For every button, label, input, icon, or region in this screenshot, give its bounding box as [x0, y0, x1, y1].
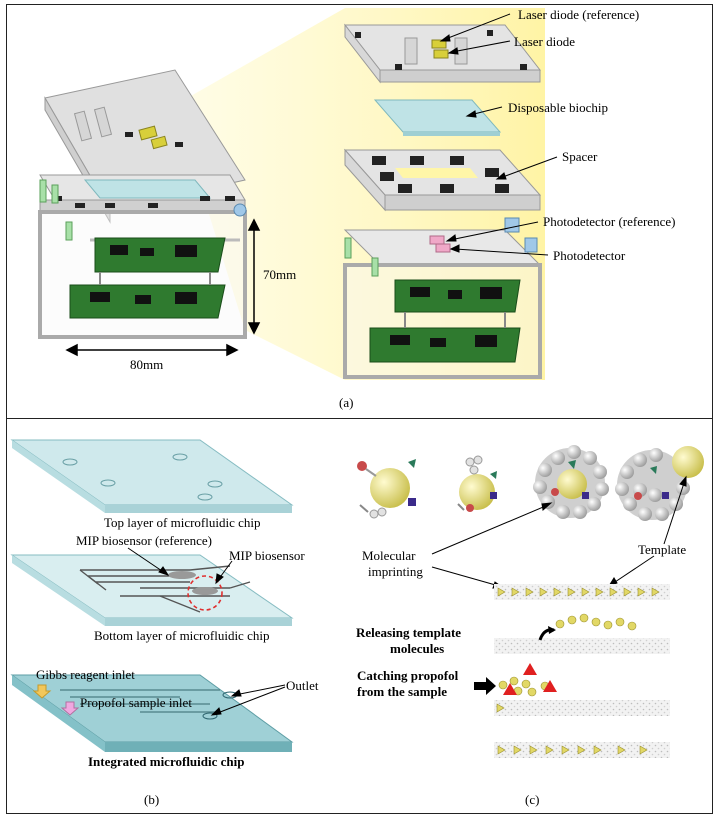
polymer-cluster-1 — [533, 445, 609, 519]
label-height-dim: 70mm — [263, 267, 297, 282]
catch-arrow — [474, 677, 496, 695]
caption-a: (a) — [339, 395, 354, 410]
chip-bottom-layer — [10, 554, 294, 626]
gibbs-inlet-arrow — [32, 684, 52, 699]
lid-bracket — [73, 110, 93, 142]
label-releasing-1: Releasing template — [356, 625, 462, 640]
label-catching-1: Catching propofol — [357, 668, 459, 683]
assembled-device — [38, 69, 247, 339]
label-biochip: Disposable biochip — [508, 100, 609, 115]
label-photodetector-ref: Photodetector (reference) — [543, 214, 676, 229]
figure-frame — [6, 4, 713, 814]
photodetector — [435, 243, 451, 253]
laser-diode — [433, 49, 449, 59]
label-photodetector: Photodetector — [553, 248, 626, 263]
connector-blue — [233, 203, 247, 217]
label-mip: MIP biosensor — [229, 548, 305, 563]
laser-diode-ref — [431, 39, 447, 49]
strip-catching — [494, 700, 670, 716]
label-releasing-2: molecules — [390, 641, 445, 656]
caption-c: (c) — [525, 792, 540, 807]
label-laser-diode: Laser diode — [514, 34, 576, 49]
photodetector-ref — [429, 235, 445, 245]
label-catching-2: from the sample — [357, 684, 448, 699]
mip-biosensor — [192, 587, 218, 595]
label-top-layer: Top layer of microfluidic chip — [104, 515, 261, 530]
exploded-view — [343, 23, 542, 379]
mip-highlight-circle — [187, 575, 223, 611]
leader-lines-b — [127, 547, 286, 716]
polymer-cluster-2 — [615, 446, 704, 521]
mip-biosensor-ref — [168, 571, 196, 579]
strip-released — [494, 638, 670, 654]
label-integrated-chip: Integrated microfluidic chip — [88, 754, 245, 769]
panel-divider — [6, 418, 713, 419]
label-mip-ref: MIP biosensor (reference) — [76, 533, 212, 548]
label-propofol-inlet: Propofol sample inlet — [80, 695, 192, 710]
leader-lines-c — [431, 475, 687, 589]
caption-b: (b) — [144, 792, 160, 807]
label-outlet: Outlet — [286, 678, 319, 693]
dimension-arrows — [65, 218, 261, 357]
label-molecular-imprinting-2: imprinting — [368, 564, 423, 579]
template-sphere-2 — [459, 474, 495, 510]
lid-laser-diode — [138, 125, 158, 141]
template-sphere-1 — [370, 468, 410, 508]
propofol-inlet-arrow — [60, 701, 80, 716]
label-bottom-layer: Bottom layer of microfluidic chip — [94, 628, 270, 643]
label-template: Template — [638, 542, 687, 557]
connector-green — [39, 179, 59, 204]
chip-top-layer — [10, 439, 294, 513]
chip-integrated — [10, 674, 294, 752]
leader-lines-a — [439, 13, 558, 256]
imprinting-steps — [357, 445, 704, 521]
label-laser-diode-ref: Laser diode (reference) — [518, 7, 640, 22]
label-molecular-imprinting-1: Molecular — [362, 548, 416, 563]
biochip-in-place — [83, 179, 212, 199]
surface-strips — [474, 584, 670, 758]
label-spacer: Spacer — [562, 149, 598, 164]
label-width-dim: 80mm — [130, 357, 164, 372]
label-gibbs-inlet: Gibbs reagent inlet — [36, 667, 135, 682]
